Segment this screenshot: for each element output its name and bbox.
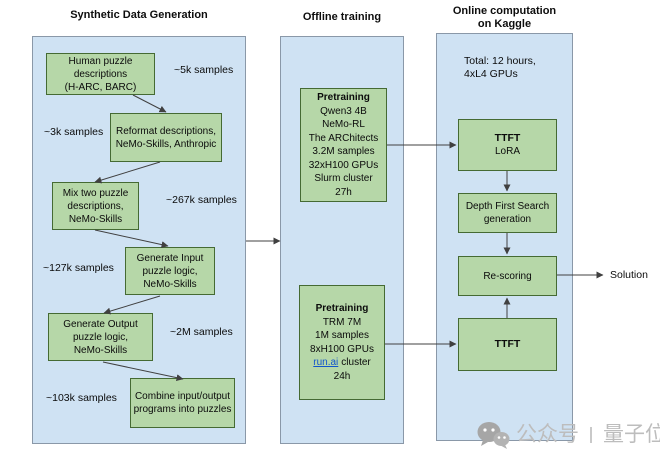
pretraining-heading: Pretraining — [317, 92, 370, 103]
node-ttft-final: TTFT — [458, 318, 557, 371]
node-line: LoRA — [494, 146, 520, 157]
ttft-heading: TTFT — [494, 132, 521, 144]
node-line: (H-ARC, BARC) — [64, 81, 137, 93]
ttft-heading: TTFT — [494, 338, 521, 350]
pretraining-heading: Pretraining — [315, 303, 369, 314]
node-line: 32xH100 GPUs — [308, 159, 379, 171]
column-title-online-line2: on Kaggle — [477, 18, 532, 30]
node-line: NeMo-Skills — [68, 213, 123, 225]
node-line: 3.2M samples — [312, 146, 375, 157]
node-line: 8xH100 GPUs — [310, 343, 374, 355]
watermark: 公众号 量子位 — [476, 420, 660, 450]
node-line: NeMo-Skills, Anthropic — [115, 138, 217, 150]
watermark-text-qbitai: 量子位 — [603, 423, 660, 446]
node-mix-two-puzzle-descriptions: Mix two puzzle descriptions, NeMo-Skills — [52, 182, 139, 230]
label-3k-samples: ~3k samples — [44, 126, 104, 138]
node-line: puzzle logic, — [142, 265, 198, 277]
node-line: NeMo-Skills — [143, 278, 197, 290]
label-5k-samples: ~5k samples — [174, 64, 234, 76]
node-line: Slurm cluster — [314, 173, 373, 184]
node-reformat-descriptions: Reformat descriptions, NeMo-Skills, Anth… — [110, 113, 222, 162]
label-267k-samples: ~267k samples — [166, 194, 237, 206]
column-title-online-line1: Online computation — [452, 5, 557, 17]
node-line: generation — [483, 214, 532, 225]
node-line: Re-scoring — [483, 270, 532, 282]
node-line: Mix two puzzle — [62, 187, 129, 199]
column-title-offline-training: Offline training — [302, 11, 382, 23]
node-generate-output-puzzle-logic: Generate Output puzzle logic, NeMo-Skill… — [48, 313, 153, 361]
node-line: TRM 7M — [322, 316, 362, 328]
node-line: Human puzzle — [68, 55, 133, 67]
watermark-separator — [590, 427, 592, 443]
node-pretraining-qwen3: Pretraining Qwen3 4B NeMo-RL The ARChite… — [300, 88, 387, 202]
node-re-scoring: Re-scoring — [458, 256, 557, 296]
node-generate-input-puzzle-logic: Generate Input puzzle logic, NeMo-Skills — [125, 247, 215, 295]
column-title-synthetic-data-generation: Synthetic Data Generation — [70, 9, 208, 21]
total-note-line1: Total: 12 hours, — [464, 55, 536, 67]
label-103k-samples: ~103k samples — [46, 392, 117, 404]
node-line: 24h — [333, 370, 351, 382]
node-depth-first-search-generation: Depth First Search generation — [458, 193, 557, 233]
node-line: Generate Input — [136, 252, 204, 264]
label-2m-samples: ~2M samples — [170, 326, 233, 338]
node-combine-input-output-programs: Combine input/output programs into puzzl… — [130, 378, 235, 428]
runai-link[interactable]: run.ai — [313, 357, 339, 368]
node-line: The ARChitects — [308, 132, 379, 144]
node-line: descriptions, — [67, 200, 124, 212]
node-line: 27h — [335, 186, 352, 198]
solution-output-label: Solution — [610, 269, 648, 281]
node-line: Combine input/output — [134, 391, 231, 402]
label-127k-samples: ~127k samples — [43, 262, 114, 274]
node-line: Reformat descriptions, — [115, 125, 217, 137]
node-line: puzzle logic, — [72, 331, 129, 343]
node-line: NeMo-Skills — [73, 344, 128, 356]
node-line: NeMo-RL — [322, 119, 365, 130]
node-ttft-lora: TTFT LoRA — [458, 119, 557, 171]
total-note-line2: 4xL4 GPUs — [464, 68, 518, 80]
node-line: Qwen3 4B — [320, 105, 367, 117]
panel-online-computation — [436, 33, 573, 441]
node-line: descriptions — [73, 68, 128, 80]
wechat-icon — [477, 422, 510, 449]
column-title-online-computation: Online computation on Kaggle — [436, 5, 573, 31]
node-line: 1M samples — [315, 330, 369, 341]
watermark-text-gongzhonghao: 公众号 — [516, 423, 579, 446]
node-pretraining-trm: Pretraining TRM 7M 1M samples 8xH100 GPU… — [299, 285, 385, 400]
runai-link-suffix: cluster — [341, 357, 371, 368]
node-line: Generate Output — [63, 318, 138, 330]
total-compute-note: Total: 12 hours, 4xL4 GPUs — [464, 55, 536, 81]
node-line: Depth First Search — [465, 201, 550, 212]
node-line: programs into puzzles — [133, 404, 232, 415]
node-human-puzzle-descriptions: Human puzzle descriptions (H-ARC, BARC) — [46, 53, 155, 95]
